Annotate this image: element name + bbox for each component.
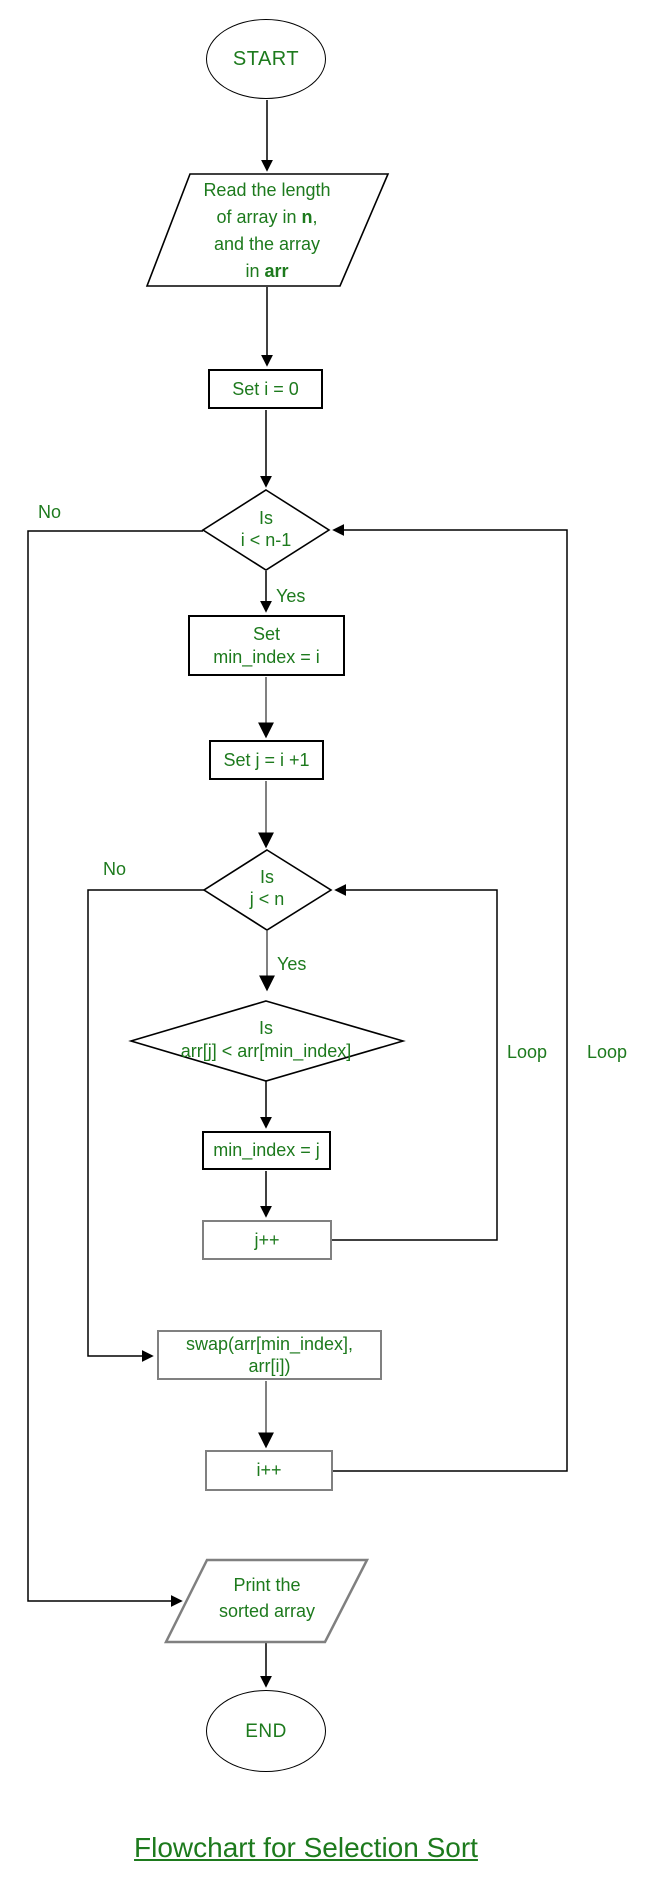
set-i-label: Set i = 0 <box>232 378 299 399</box>
start-label: START <box>232 47 300 70</box>
edge-incri-loop-to-condi <box>332 524 568 1472</box>
increment-i-label: i++ <box>256 1460 282 1480</box>
condition-arr-diamond <box>128 1000 406 1082</box>
print-output-parallelogram <box>163 1558 370 1644</box>
increment-j-process: j++ <box>202 1220 332 1260</box>
flowchart-title: Flowchart for Selection Sort <box>134 1832 478 1863</box>
edge-label-yes-inner: Yes <box>277 954 307 974</box>
set-j-process: Set j = i +1 <box>209 740 324 780</box>
edge-label-loop-outer: Loop <box>587 1042 628 1062</box>
edge-label-yes-outer: Yes <box>276 586 306 606</box>
set-min-index-line1: Set <box>252 623 281 644</box>
edge-condi-no-to-print <box>27 530 203 1607</box>
condition-j-diamond <box>202 849 333 931</box>
end-terminator: END <box>206 1690 326 1772</box>
edge-condj-no-to-swap <box>87 889 204 1362</box>
set-i-process: Set i = 0 <box>208 369 323 409</box>
edge-label-no-outer: No <box>38 502 62 522</box>
assign-min-index-label: min_index = j <box>213 1140 320 1160</box>
set-j-label: Set j = i +1 <box>223 749 310 770</box>
swap-line1: swap(arr[min_index], <box>185 1334 354 1354</box>
end-label: END <box>245 1720 287 1742</box>
edge-label-loop-inner: Loop <box>507 1042 548 1062</box>
set-min-index-line2: min_index = i <box>213 646 320 667</box>
read-input-parallelogram <box>145 173 390 287</box>
edge-label-no-inner: No <box>103 859 127 879</box>
assign-min-index-process: min_index = j <box>202 1131 331 1170</box>
increment-j-label: j++ <box>254 1229 280 1250</box>
increment-i-process: i++ <box>205 1450 333 1491</box>
set-min-index-process: Set min_index = i <box>188 615 345 676</box>
swap-process: swap(arr[min_index], arr[i]) <box>157 1330 382 1380</box>
condition-i-diamond <box>201 489 331 571</box>
edge-incrj-loop-to-condj <box>332 884 498 1241</box>
start-terminator: START <box>206 19 326 99</box>
swap-line2: arr[i]) <box>248 1356 291 1376</box>
